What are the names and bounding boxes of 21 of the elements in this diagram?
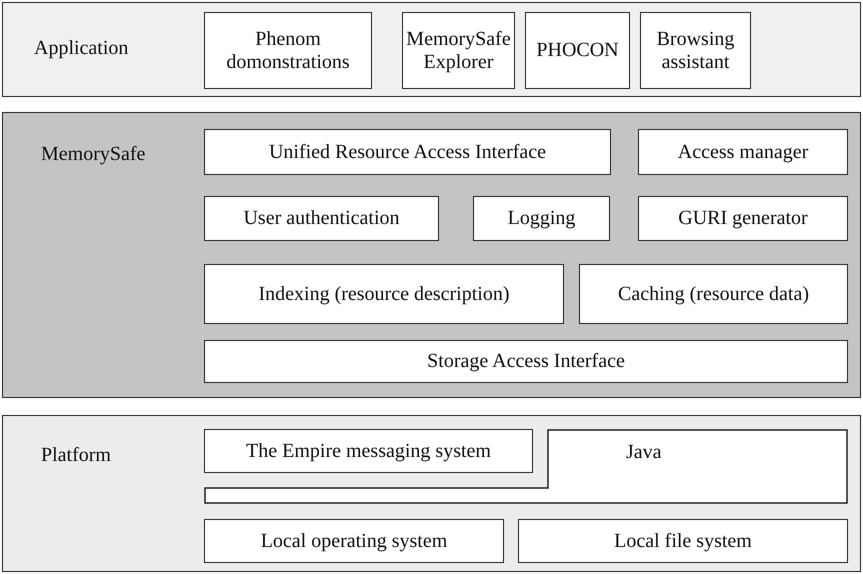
component-box: PHOCON: [525, 12, 630, 89]
component-box: Access manager: [638, 129, 848, 175]
component-box: Phenom domonstrations: [204, 12, 372, 89]
component-box: Logging: [473, 196, 610, 241]
component-box: MemorySafe Explorer: [402, 12, 515, 89]
component-box: Local file system: [518, 519, 848, 563]
component-box: The Empire messaging system: [204, 429, 533, 473]
layer-title: MemorySafe: [41, 143, 146, 166]
component-box: Caching (resource data): [579, 264, 848, 324]
component-box: Local operating system: [204, 519, 504, 563]
layer-title: Platform: [41, 444, 111, 467]
component-box: Indexing (resource description): [204, 264, 564, 324]
layer-band: [2, 2, 861, 97]
layer-band: [2, 415, 861, 572]
layer-band: [2, 112, 861, 398]
layer-title: Application: [34, 37, 128, 60]
component-box: User authentication: [204, 196, 439, 241]
component-box: Browsing assistant: [640, 12, 751, 89]
component-box: Storage Access Interface: [204, 340, 848, 383]
component-box: GURI generator: [638, 196, 848, 241]
component-box: Unified Resource Access Interface: [204, 129, 611, 175]
